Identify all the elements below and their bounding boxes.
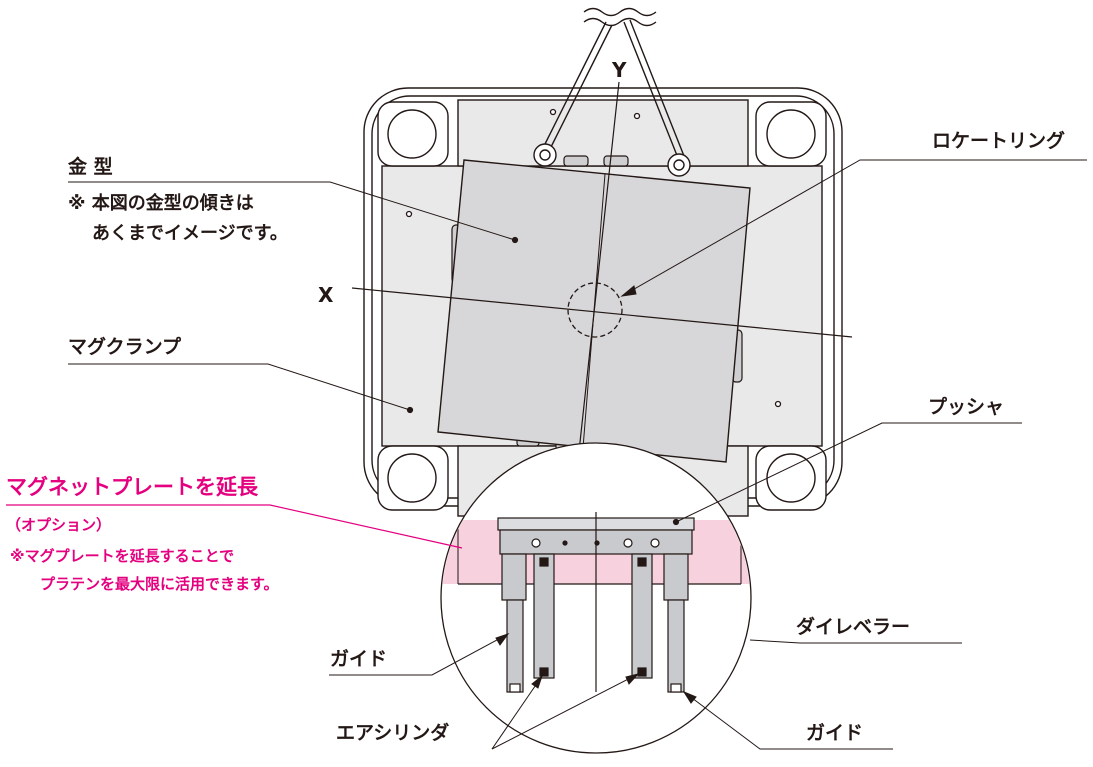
break-marks [583,7,657,27]
label-axis-x: X [318,283,334,307]
label-die-leveler: ダイレベラー [796,616,911,638]
label-extension-title: マグネットプレートを延長 [6,475,258,499]
label-axis-y: Y [612,58,627,82]
leader-lines [68,159,1087,750]
label-extension-note-1: ※マグプレートを延長することで [10,547,235,565]
pusher-assembly [497,512,695,693]
axis-lines [351,81,853,471]
label-mold-note-1: ※ 本図の金型の傾きは [68,193,254,214]
label-extension-note-2: プラテンを最大限に活用できます。 [40,575,279,593]
extension-leader [6,504,463,549]
screw-dots [405,108,782,408]
label-pusher: プッシャ [928,396,1005,418]
label-guide-right: ガイド [806,722,864,744]
label-air-cylinder: エアシリンダ [336,722,450,744]
label-locate-ring: ロケートリング [932,130,1066,152]
locate-ring [567,282,623,338]
label-mag-clamp: マグクランプ [68,336,182,358]
corner-holes [377,101,827,511]
label-guide-left: ガイド [330,648,388,670]
label-extension-option: （オプション） [6,516,112,534]
lifting-chain [533,19,691,177]
label-mold: 金 型 [68,156,113,178]
label-mold-note-2: あくまでイメージです。 [92,223,288,244]
